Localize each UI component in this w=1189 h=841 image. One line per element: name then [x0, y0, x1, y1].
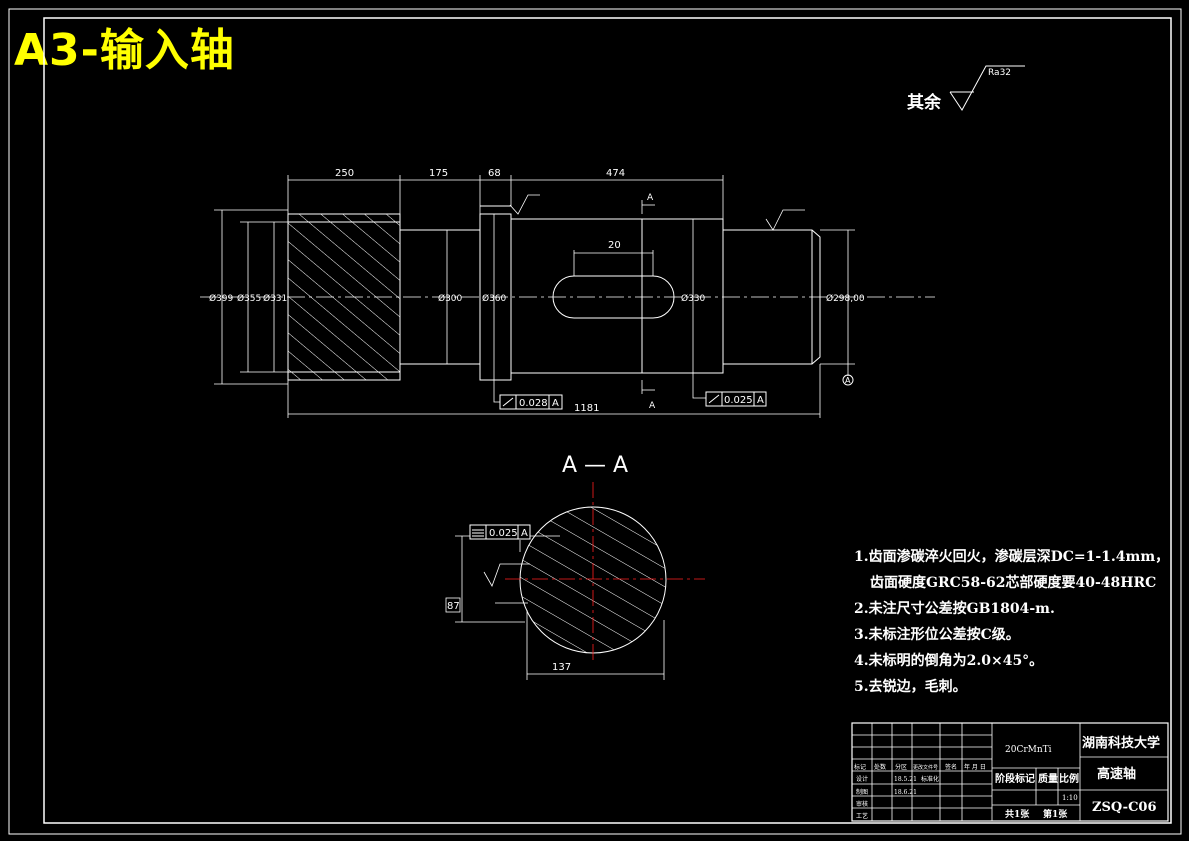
col-label-file: 更改文件号: [913, 764, 938, 771]
section-label: A — A: [562, 453, 628, 478]
drawing-title: A3-输入轴: [14, 25, 235, 76]
dia-360: Ø360: [482, 293, 507, 304]
note-3: 3.未标注形位公差按C级。: [854, 627, 1020, 643]
material: 20CrMnTi: [1005, 745, 1052, 755]
dia-330: Ø330: [681, 293, 706, 304]
dia-399: Ø399: [209, 293, 234, 304]
col-label-count: 处数: [874, 763, 886, 771]
dim-87: 87: [447, 601, 460, 612]
sheet-number: 第1张: [1043, 808, 1068, 820]
roughness-symbol: [949, 65, 1025, 111]
stage-mark: 阶段标记: [995, 772, 1035, 785]
dim-20: 20: [608, 240, 621, 251]
col-label-sign: 签名: [945, 763, 957, 771]
datum-a-letter: A: [845, 376, 851, 385]
dimension-lines: [214, 175, 855, 418]
row-label-process: 工艺: [856, 812, 868, 820]
dia-300: Ø300: [438, 293, 463, 304]
row-label-draw: 制图: [856, 788, 868, 796]
part-name: 高速轴: [1097, 766, 1136, 782]
note-5: 5.去锐边，毛刺。: [854, 679, 967, 695]
row-label-review: 审核: [856, 800, 868, 808]
technical-notes: 1.齿面渗碳淬火回火，渗碳层深DC=1-1.4mm， 齿面硬度GRC58-62芯…: [854, 544, 1169, 700]
roughness-value: Ra32: [988, 68, 1011, 78]
dim-1181: 1181: [574, 403, 599, 414]
dia-298: Ø298,00: [826, 293, 865, 304]
outer-frame: [8, 8, 1182, 835]
weight-label: 质量: [1038, 772, 1058, 785]
dim-68: 68: [488, 168, 501, 179]
dimension-texts: 250 175 68 474 20 1181 Ø399 Ø355 Ø331 Ø3…: [209, 168, 865, 414]
standardization: 标准化: [921, 775, 939, 783]
runout-2-value: 0.025: [724, 395, 753, 406]
row-label-mark: 标记: [854, 763, 866, 771]
runout-1-value: 0.028: [519, 398, 548, 409]
scale-label: 比例: [1059, 772, 1079, 785]
dim-137: 137: [552, 662, 571, 673]
tolerance-frame-1: 0.028 A: [499, 394, 563, 410]
cut-a-top: A: [647, 193, 654, 203]
dia-355: Ø355: [237, 293, 261, 304]
draw-date: 18.6.21: [894, 789, 917, 796]
drawing-number: ZSQ-C06: [1092, 800, 1157, 815]
runout-1-datum: A: [552, 398, 559, 409]
sheets-total: 共1张: [1005, 808, 1030, 820]
note-1-cont: 齿面硬度GRC58-62芯部硬度要40-48HRC: [870, 575, 1157, 591]
dia-331: Ø331: [263, 293, 287, 304]
school-name: 湖南科技大学: [1082, 735, 1160, 751]
dim-175: 175: [429, 168, 448, 179]
note-4: 4.未标明的倒角为2.0×45°。: [854, 653, 1044, 669]
dim-250: 250: [335, 168, 354, 179]
scale-value: 1:10: [1062, 794, 1078, 802]
title-block: [851, 722, 1169, 822]
datum-a-symbol: [842, 374, 854, 386]
dim-474: 474: [606, 168, 625, 179]
col-label-date: 年 月 日: [964, 763, 986, 771]
col-label-zone: 分区: [895, 763, 907, 771]
design-date: 18.5.21: [894, 776, 917, 783]
general-roughness-label: 其余: [907, 93, 941, 113]
shaft-body: [287, 205, 821, 381]
inner-frame: [43, 17, 1172, 824]
row-label-design: 设计: [856, 775, 868, 783]
note-2: 2.未注尺寸公差按GB1804-m.: [854, 601, 1055, 617]
section-view: 0.025 A 87 137: [445, 482, 705, 680]
title-block-texts: 20CrMnTi 湖南科技大学 高速轴 ZSQ-C06 阶段标记 质量 比例 1…: [854, 735, 1160, 820]
symmetry-datum: A: [521, 528, 528, 539]
note-1: 1.齿面渗碳淬火回火，渗碳层深DC=1-1.4mm，: [854, 549, 1170, 565]
runout-2-datum: A: [757, 395, 764, 406]
symmetry-value: 0.025: [489, 528, 518, 539]
cut-a-bottom: A: [649, 401, 656, 411]
tolerance-frame-2: 0.025 A: [705, 391, 767, 407]
